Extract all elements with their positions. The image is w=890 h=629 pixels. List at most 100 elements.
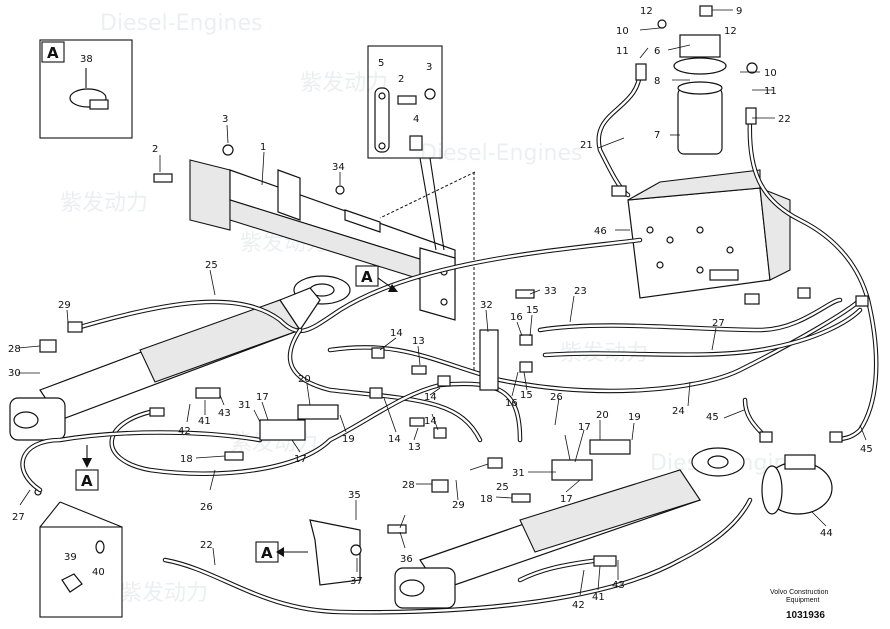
callout-letter: A: [81, 472, 93, 490]
part-label: 11: [764, 86, 777, 97]
leader-lines: [17, 9, 867, 596]
part-label: 39: [64, 552, 77, 563]
part-label: 31: [512, 468, 525, 479]
watermark-text: 紫发动力: [60, 191, 148, 216]
part-label: 17: [578, 422, 591, 433]
part-label: 1: [260, 142, 266, 153]
part-label: 42: [178, 426, 191, 437]
footer-company: Volvo Construction: [770, 589, 828, 596]
washer: [222, 144, 234, 156]
part-label: 36: [400, 554, 413, 565]
detail-frame: [39, 39, 133, 139]
valve-body: [627, 187, 771, 299]
beam-bracket: [189, 159, 231, 231]
strap-buckle: [89, 99, 109, 110]
part-label: 15: [526, 305, 539, 316]
callout-letter: A: [261, 544, 273, 562]
filter-cartridge: [677, 87, 723, 155]
part-label: 9: [736, 6, 742, 17]
part-label: 27: [712, 318, 725, 329]
part-label: 14: [388, 434, 401, 445]
part-label: 29: [58, 300, 71, 311]
part-label: 7: [654, 130, 660, 141]
plate-detail: [367, 45, 445, 251]
part-label: 13: [412, 336, 425, 347]
part-label: 17: [256, 392, 269, 403]
clamp-bracket: [259, 419, 306, 441]
part-label: 21: [580, 140, 593, 151]
part-label: 26: [200, 502, 213, 513]
part-label: 43: [218, 408, 231, 419]
part-label: 45: [860, 444, 873, 455]
part-label: 16: [505, 398, 518, 409]
cylinder-base-eye: [394, 567, 456, 609]
part-label: 22: [200, 540, 213, 551]
part-label: 44: [820, 528, 833, 539]
part-label: 14: [424, 392, 437, 403]
part-label: 31: [238, 400, 251, 411]
detail-tag: [41, 41, 65, 63]
hose-lines: [20, 67, 879, 615]
part-label: 12: [724, 26, 737, 37]
clamp-plate: [374, 87, 390, 153]
clamp-bracket: [551, 459, 593, 481]
part-label: 28: [402, 480, 415, 491]
part-label: 17: [560, 494, 573, 505]
part-label: 5: [378, 58, 384, 69]
part-label: 30: [8, 368, 21, 379]
watermark-text: 紫发动力: [120, 581, 208, 606]
part-label: 10: [764, 68, 777, 79]
part-label: 33: [544, 286, 557, 297]
part-label: 46: [594, 226, 607, 237]
part-label: 3: [222, 114, 228, 125]
part-label: 4: [413, 114, 419, 125]
watermark-text: Diesel-Engines: [100, 11, 263, 36]
part-label: 20: [596, 410, 609, 421]
part-label: 19: [342, 434, 355, 445]
part-labels: 1 2 2 3 3 4 5 6 7 8 9 10 10 11 11 12 12 …: [8, 6, 873, 611]
bracket: [309, 519, 361, 586]
part-label: 2: [398, 74, 404, 85]
part-label: 14: [424, 416, 437, 427]
part-label: 27: [12, 512, 25, 523]
part-label: 3: [426, 62, 432, 73]
right-hydraulic-cylinder: [394, 447, 745, 609]
washer: [424, 88, 436, 100]
part-label: 19: [628, 412, 641, 423]
part-label: 13: [408, 442, 421, 453]
o-ring: [95, 540, 105, 554]
part-label: 35: [348, 490, 361, 501]
part-label: 8: [654, 76, 660, 87]
part-label: 2: [152, 144, 158, 155]
bolt: [153, 173, 173, 183]
watermark-layer: 紫发动力 紫发动力 紫发动力 紫发动力 紫发动力 紫发动力 Diesel-Eng…: [60, 11, 813, 606]
part-label: 23: [574, 286, 587, 297]
part-label: 37: [350, 576, 363, 587]
part-label: 40: [92, 567, 105, 578]
control-valve-block: [627, 169, 791, 299]
part-label: 43: [612, 580, 625, 591]
footer-dept: Equipment: [786, 597, 820, 604]
part-label: 25: [496, 482, 509, 493]
filter-head: [679, 34, 721, 58]
part-label: 25: [205, 260, 218, 271]
detail-frame: [39, 526, 123, 618]
part-label: 6: [654, 46, 660, 57]
drawing-footer: Volvo Construction Equipment 1031936: [770, 589, 828, 621]
nut: [409, 135, 423, 151]
part-label: 20: [298, 374, 311, 385]
nut: [335, 185, 345, 195]
part-label: 16: [510, 312, 523, 323]
filter-assembly: [657, 5, 758, 155]
bolt: [699, 5, 713, 17]
plug-fitting: [61, 573, 83, 593]
view-callouts: A A A: [75, 265, 398, 563]
watermark-text: Diesel-Engines: [420, 141, 583, 166]
detail-box-fitting: [34, 488, 123, 618]
bolt: [397, 95, 417, 105]
part-label: 12: [640, 6, 653, 17]
part-label: 18: [480, 494, 493, 505]
part-label: 34: [332, 162, 345, 173]
